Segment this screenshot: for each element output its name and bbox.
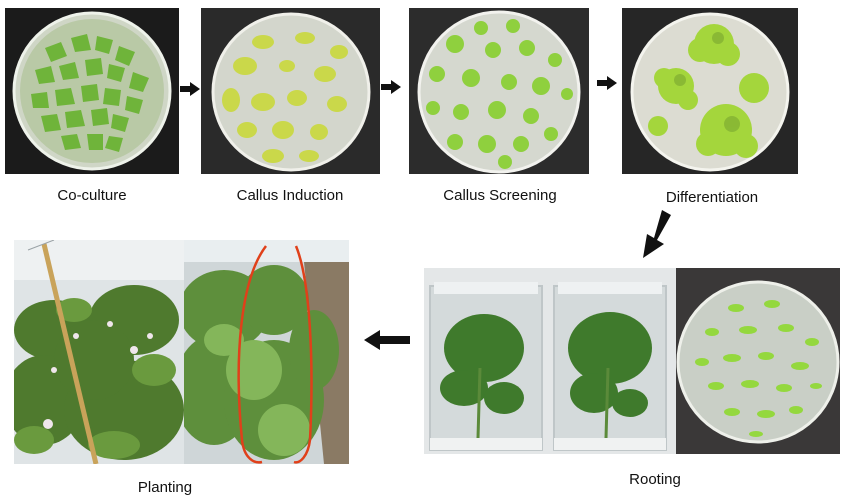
callus-screening-photo — [409, 8, 589, 174]
rooting-dish-photo — [676, 268, 840, 454]
planting-greenhouse-photo — [14, 240, 184, 464]
planting-field-photo — [184, 240, 349, 464]
right-arrow-icon — [597, 76, 617, 90]
differentiation-photo — [622, 8, 798, 174]
callus-induction-photo — [201, 8, 380, 174]
rooting-jars-photo — [424, 268, 676, 454]
down-left-arrow-icon — [643, 210, 671, 258]
right-arrow-icon — [180, 82, 200, 96]
left-arrow-icon — [364, 330, 410, 350]
step-label-differentiation: Differentiation — [665, 189, 759, 206]
right-arrow-icon — [381, 80, 401, 94]
step-label-planting: Planting — [137, 479, 193, 496]
co-culture-photo — [5, 8, 179, 174]
step-label-co-culture: Co-culture — [57, 187, 127, 204]
step-label-callus-screening: Callus Screening — [443, 187, 557, 204]
step-label-callus-induction: Callus Induction — [236, 187, 344, 204]
step-label-rooting: Rooting — [629, 471, 681, 488]
